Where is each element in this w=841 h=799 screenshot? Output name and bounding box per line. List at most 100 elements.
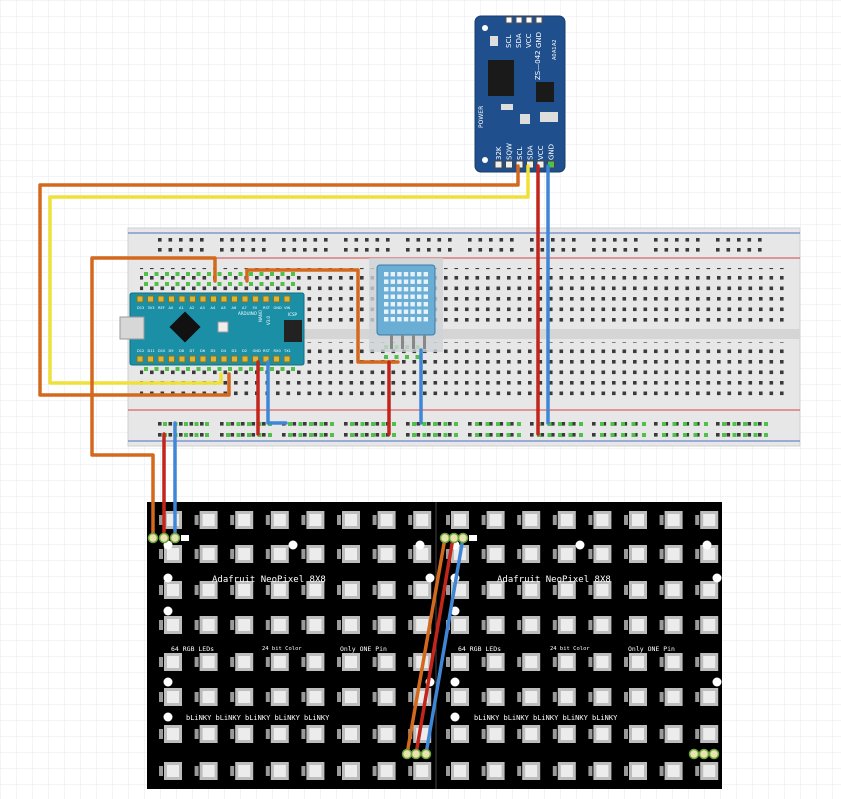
rail-hole [685,433,690,437]
led-capacitor [159,620,163,630]
rail-hole [613,422,617,426]
led-capacitor [265,620,270,630]
connected-hole [496,422,500,426]
led-capacitor [446,585,450,595]
rail-hole [427,422,431,426]
connected-hole [631,422,636,426]
rail-hole [303,422,307,426]
icsp-label: ICSP [288,312,298,317]
led-capacitor [372,657,377,667]
led-capacitor [552,549,557,559]
connected-hole [175,367,180,371]
rail-hole [737,238,741,242]
rgb-led-lens [703,691,716,703]
connected-hole [175,282,180,286]
led-capacitor [588,766,593,776]
rail-hole [179,422,183,426]
rail-hole [282,248,286,252]
rail-hole [241,248,245,252]
connected-hole [236,422,241,426]
rail-hole [726,422,731,426]
led-capacitor [408,585,413,595]
rgb-led-lens [596,619,609,631]
rgb-led-lens [632,584,644,596]
led-capacitor [408,515,413,525]
rail-hole [416,433,421,437]
arduino-pin [210,355,217,363]
rail-hole [427,433,431,437]
dht-vent [423,317,428,322]
led-capacitor [372,729,377,739]
rail-hole [758,248,762,252]
rtc-pin [494,160,503,169]
mount-hole [575,540,585,550]
connected-hole [249,282,253,286]
rgb-led-lens [167,584,179,596]
rail-hole [654,422,658,426]
rail-hole [168,248,173,252]
arduino-pin-label: 5V [253,306,258,310]
rgb-led-lens [202,548,215,560]
rail-hole [179,248,183,252]
led-capacitor [194,585,199,595]
arduino-pin-label: VIN [284,306,291,310]
rgb-led-lens [345,728,357,740]
rgb-led-lens [454,619,466,631]
rail-hole [592,422,596,426]
arduino-pin [178,295,186,303]
connected-hole [722,433,726,437]
rgb-led-lens [202,728,215,740]
rtc-board [474,15,566,173]
dht-vent [397,309,402,314]
pin-label: Only ONE Pin [340,645,387,653]
rail-hole [675,433,679,437]
rgb-led-lens [454,584,466,596]
rail-hole [386,248,390,252]
rgb-led-lens [667,548,680,560]
arduino-pin [273,355,280,363]
rgb-led-lens [309,728,322,740]
rtc-address-label: A1 [552,46,558,53]
wire-orange-panel-chain [405,536,447,756]
led-capacitor [624,549,628,559]
dht-vent [410,294,415,299]
color-label: 24 bit Color [262,646,302,652]
connected-hole [642,433,646,437]
connected-hole [238,272,243,276]
connected-hole [381,433,386,437]
arduino-pin-label: TX1 [283,349,291,353]
connected-hole [259,367,264,371]
rail-hole [592,433,596,437]
rtc-mount-hole [482,157,488,163]
rgb-led-lens [309,691,322,703]
rail-hole [303,238,307,242]
rtc-address-label: A0 [552,53,558,60]
rail-hole [324,433,328,437]
rgb-led-lens [489,514,502,526]
led-capacitor [372,549,377,559]
dht-vent [417,287,422,292]
connected-hole [270,272,274,276]
rtc-model-label: ZS—042 [534,50,542,80]
leds-label: 64 RGB LEDs [458,645,501,653]
rail-hole [654,248,658,252]
led-capacitor [659,766,664,776]
rail-hole [437,422,442,426]
connected-hole [704,433,708,437]
led-capacitor [194,766,199,776]
rail-hole [282,238,286,242]
rail-hole [189,433,194,437]
arduino-pin [136,295,144,303]
mount-hole [163,606,173,616]
dht-vent [417,279,422,284]
connected-hole [280,272,285,276]
rgb-led-lens [167,548,179,560]
rail-hole [664,422,669,426]
connector-pad [469,535,477,541]
rail-hole [499,248,504,252]
rgb-led-lens [202,656,215,668]
rail-hole [716,433,720,437]
rail-hole [437,433,442,437]
dht-vent [390,317,395,322]
